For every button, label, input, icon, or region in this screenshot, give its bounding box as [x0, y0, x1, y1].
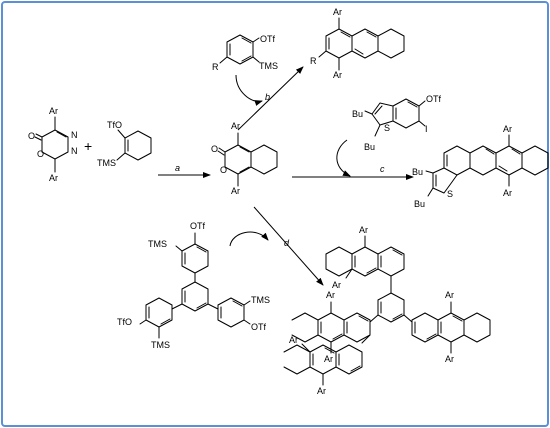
tris-aryne-precursor-d: TMS OTf TfO TMS TMS OTf: [117, 221, 270, 350]
svg-text:Ar: Ar: [333, 7, 342, 17]
arrow-d: [253, 206, 324, 286]
svg-text:TfO: TfO: [107, 120, 122, 130]
svg-text:OTf: OTf: [426, 94, 441, 104]
svg-text:OTf: OTf: [251, 322, 266, 332]
label-d: d: [284, 238, 290, 248]
svg-text:S: S: [447, 189, 453, 199]
svg-text:R: R: [212, 62, 219, 72]
label-a: a: [175, 163, 180, 173]
svg-text:TMS: TMS: [97, 158, 116, 168]
svg-text:TMS: TMS: [259, 61, 278, 71]
svg-text:Ar: Ar: [326, 290, 335, 300]
svg-text:TfO: TfO: [117, 317, 132, 327]
svg-text:Ar: Ar: [49, 106, 58, 116]
label-c: c: [380, 164, 385, 174]
svg-text:O: O: [37, 149, 44, 159]
svg-text:Ar: Ar: [317, 386, 326, 396]
svg-text:Ar: Ar: [503, 188, 512, 198]
product-d: Ar Ar Ar Ar Ar Ar: [283, 225, 491, 396]
aryne-precursor-b: OTf TMS R: [212, 34, 278, 72]
curved-arrow-d: [229, 231, 269, 247]
svg-text:Ar: Ar: [503, 124, 512, 134]
svg-text:OTf: OTf: [260, 34, 275, 44]
svg-text:R: R: [310, 56, 317, 66]
oxadiazinone: O Ar N N O Ar: [28, 106, 78, 183]
svg-text:TMS: TMS: [251, 295, 270, 305]
svg-text:N: N: [71, 146, 78, 156]
benzothiophene-reagent-c: OTf I S Bu Bu: [352, 94, 441, 152]
svg-text:OTf: OTf: [190, 221, 205, 231]
svg-text:Ar: Ar: [333, 70, 342, 80]
svg-text:Bu: Bu: [414, 199, 425, 209]
svg-text:O: O: [220, 165, 227, 175]
cyclohexenyl-triflate: TfO TMS: [97, 120, 152, 168]
plus-sign: +: [84, 138, 92, 154]
svg-text:Bu: Bu: [364, 142, 375, 152]
svg-text:O: O: [211, 144, 218, 154]
svg-text:Ar: Ar: [231, 121, 240, 131]
svg-text:Ar: Ar: [49, 173, 58, 183]
curved-arrow-b: [235, 74, 263, 106]
curved-arrow-c: [336, 139, 351, 177]
pyranone-intermediate: O O Ar Ar: [211, 121, 278, 196]
label-b: b: [265, 92, 270, 102]
svg-text:TMS: TMS: [151, 340, 170, 350]
svg-text:Ar: Ar: [445, 354, 454, 364]
svg-text:Ar: Ar: [289, 335, 298, 345]
svg-text:Ar: Ar: [359, 225, 368, 235]
svg-text:Ar: Ar: [332, 280, 341, 290]
svg-text:S: S: [384, 123, 390, 133]
svg-text:I: I: [425, 124, 428, 134]
svg-text:Bu: Bu: [352, 109, 363, 119]
svg-text:Bu: Bu: [412, 167, 423, 177]
svg-text:O: O: [28, 131, 35, 141]
svg-text:Ar: Ar: [445, 290, 454, 300]
arrow-b: [237, 66, 304, 131]
product-c: Ar Ar S Bu Bu: [412, 124, 549, 209]
svg-text:Ar: Ar: [231, 186, 240, 196]
svg-text:N: N: [71, 130, 78, 140]
svg-text:Ar: Ar: [324, 354, 333, 364]
product-b: Ar Ar R: [310, 7, 405, 80]
svg-text:TMS: TMS: [148, 239, 167, 249]
